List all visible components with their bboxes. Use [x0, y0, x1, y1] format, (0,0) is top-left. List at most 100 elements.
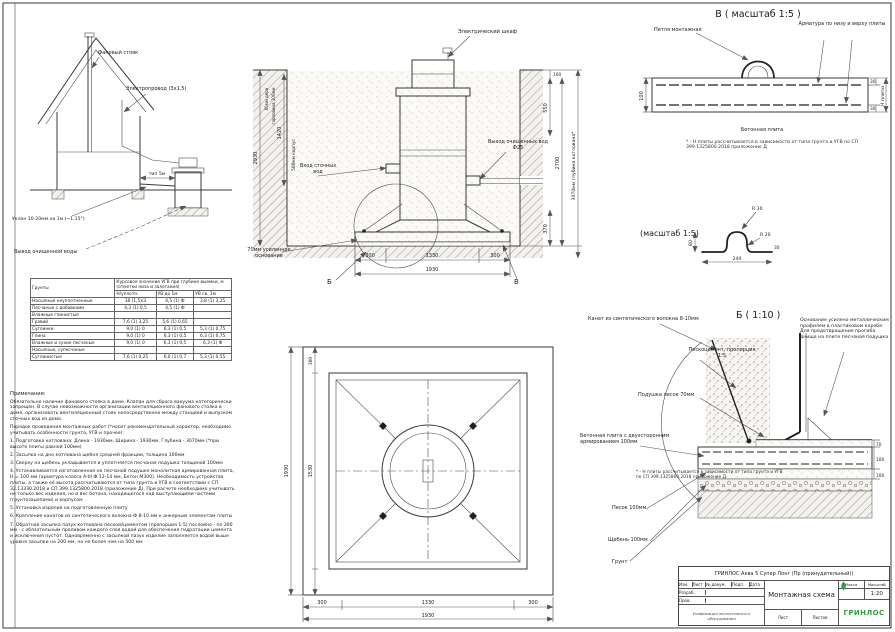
- gravel-layer: [697, 478, 873, 492]
- anchor-sw: [379, 512, 387, 520]
- detail-v-slab: [651, 77, 869, 113]
- tb-izm: Изм.: [679, 582, 693, 587]
- rebar-label: Арматура по низу и верху плиты: [798, 21, 886, 27]
- title-block: ГРИНЛОС Аква 5 Супер Лонг (Пр (принудите…: [678, 566, 890, 626]
- tb-sheet-label: Лист: [765, 610, 802, 625]
- plan-dim-1930-bottom: 1930: [422, 613, 435, 619]
- sand-label: Песок 100мм: [612, 505, 647, 511]
- small-station: [167, 157, 209, 217]
- detail-v: В ( масштаб 1:5 ) 100 30 30 Н плиты Петл…: [639, 9, 889, 133]
- dim-30-bottom: 30: [870, 106, 876, 112]
- dim-70: 70: [876, 442, 882, 448]
- tb-scale-label: Масштаб: [867, 582, 886, 587]
- rope-label: Канат из синтетического волокна 8-10мм: [588, 316, 699, 322]
- detail-b-note: * - Н плиты рассчитывается в зависимости…: [636, 470, 783, 481]
- tb-scale-value: 1:20: [870, 591, 883, 597]
- tb-date: Дата: [749, 582, 760, 587]
- outlet-label: Выход очищенных вод Ф25: [488, 139, 548, 151]
- detail-b-slab: [697, 446, 873, 470]
- section-marker-b: Б: [327, 278, 332, 286]
- slab-label: Бетонная плита: [741, 127, 783, 133]
- plan-dim-1330: 1330: [422, 600, 435, 606]
- notes-block: Примечания: Обязательно наличие фанового…: [10, 391, 236, 548]
- detail-b-slab-label: Бетонная плита с двухсторонним армирован…: [580, 433, 670, 445]
- radius-20: R 20: [760, 232, 771, 238]
- dim-1930: 1930: [426, 267, 439, 273]
- anchor-rope-left: [363, 203, 403, 232]
- grinlos-logo: ГРИНЛОС: [839, 581, 889, 626]
- sand-under-slab: [354, 241, 511, 247]
- electric-wire: [121, 100, 180, 164]
- table-row: Насыпные неуплотненные 36 (1,5)/3 4,5 (1…: [29, 297, 232, 305]
- dim-neck: горловина 100мм: [271, 87, 276, 124]
- table-row: Суглинистые 7,6 (1) 0,25 6,0 (1) 0,7 5,3…: [29, 353, 232, 361]
- plan-dim-1530: 1530: [308, 465, 314, 478]
- dim-1420: 1420: [277, 127, 283, 140]
- note-paragraph: Порядок проведения монтажных работ (*нос…: [10, 424, 232, 436]
- plan-dim-300-bl: 300: [317, 600, 327, 606]
- note-paragraph: 3. Сверху на щебень укладывается и уплот…: [10, 461, 223, 467]
- note-paragraph: 6. Крепление канатов из синтетического в…: [10, 514, 233, 520]
- note-paragraph: 4. Устанавливается изготовленная на песч…: [10, 469, 235, 504]
- dim-300-left: 300: [365, 253, 375, 259]
- detail-boundary-arc: [661, 341, 706, 506]
- plan-view: 1930 300 1530 300 1330 300 1930: [284, 346, 554, 622]
- tb-dev: Разраб.: [679, 590, 706, 595]
- cushion-label: Подушка песок 70мм: [638, 392, 694, 398]
- note-paragraph: 1. Подготовка котлована: Длина - 1930мм,…: [10, 438, 220, 450]
- anchor-nw: [379, 422, 387, 430]
- anchor-ne: [469, 422, 477, 430]
- sheet-name: Монтажная схема: [765, 581, 838, 610]
- hook-dim-30: 30: [774, 245, 780, 251]
- plan-dim-1930-left: 1930: [284, 465, 290, 478]
- hook-dim-80: 80: [688, 240, 694, 246]
- hook-title: (масштаб 1:5): [640, 229, 699, 238]
- soil-table-sub-0: Н/уплотн.: [114, 290, 157, 298]
- loop-label: Петля монтажная: [654, 27, 701, 33]
- note-paragraph: 2. Засыпка на дно котлована щебня средне…: [10, 452, 185, 458]
- mounting-loop: [741, 60, 775, 79]
- detail-v-title: В ( масштаб 1:5 ): [715, 9, 800, 20]
- gravel-label: Щебень 100мм: [608, 537, 648, 543]
- table-row: Насыпные, супесчаные: [29, 346, 232, 354]
- soil-layer: [697, 490, 873, 519]
- dim-body: 500мм корпус: [291, 139, 297, 171]
- dim-300-right: 300: [490, 253, 500, 259]
- anchor-se: [469, 512, 477, 520]
- note-paragraph: 7. Обратная засыпка пазух котлована песк…: [10, 522, 233, 545]
- hook-profile: [701, 231, 773, 253]
- detail-b-circle: [353, 183, 439, 269]
- water-out-label: Вывод очищенной воды: [14, 248, 77, 255]
- dim-2930: 2930: [253, 152, 259, 165]
- detail-v-note: * - Н плиты рассчитывается в зависимости…: [686, 140, 859, 151]
- tb-doc: № докум.: [706, 582, 733, 587]
- tb-sign: Подп.: [732, 582, 750, 587]
- dim-370: 370: [543, 224, 549, 234]
- grinlos-logo-text: ГРИНЛОС: [843, 609, 885, 617]
- soil-table-sub-2: УВ св. 1м: [193, 290, 232, 298]
- note-paragraph: Обязательно наличие фанового стояка в до…: [10, 399, 233, 422]
- tb-mass-label: Масса: [839, 581, 865, 588]
- hook-detail: (масштаб 1:5) R 30 R 20 80 240 30: [640, 206, 780, 265]
- outlet-pipe: [465, 175, 481, 186]
- sandcement-fill: [706, 338, 770, 443]
- base-note: Основание усилено металлическим профилем…: [800, 318, 889, 340]
- tb-caption: Унификация экологического оборудования: [692, 610, 751, 621]
- dim-100a: 100: [876, 457, 884, 463]
- sandcement-label: Пескоцемент, пропорция 1:5: [688, 347, 756, 359]
- soil-table-sub-1: УВ до 1м: [155, 290, 195, 298]
- radius-30: R 30: [752, 206, 763, 212]
- plan-dim-300-br: 300: [528, 600, 538, 606]
- main-section: Б В 2930 1420 60мм дерн горловина 100мм …: [253, 35, 582, 286]
- dim-30-top: 30: [870, 79, 876, 85]
- base-label: 70мм усиленное основание: [247, 247, 291, 259]
- cabinet-label: Электрический шкаф: [458, 29, 518, 35]
- slope-label: Уклон 10-20мм на 1м (~1,15°): [12, 216, 85, 222]
- table-row: Песчаные с добавками 4,3 (1) 0,5 4,5 (1)…: [29, 304, 232, 312]
- soil-table-col-span: Курсовое значение УГВ при глубине выемки…: [114, 278, 232, 291]
- note-paragraph: 5. Установка изделия на подготовленную п…: [10, 506, 128, 512]
- vent-stack-pipe: [84, 32, 95, 152]
- anchor-rope-right: [463, 203, 503, 232]
